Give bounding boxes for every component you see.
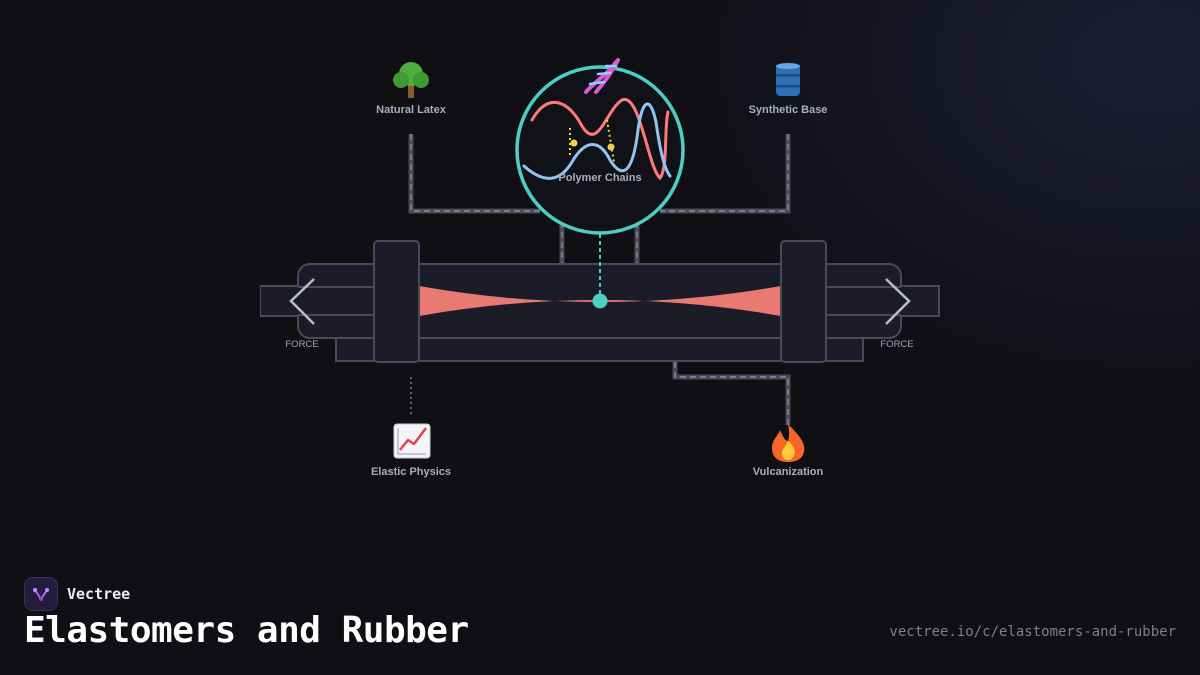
connector-synthetic-base — [660, 134, 791, 214]
synthetic-base-label: Synthetic Base — [749, 104, 828, 116]
vectree-logo-icon — [24, 577, 58, 611]
brand-name: Vectree — [67, 585, 131, 603]
connectors — [408, 134, 791, 425]
polymer-chains-node: Polymer Chains — [515, 58, 685, 235]
stretch-rig: FORCE FORCE — [260, 234, 940, 363]
elastic-physics-label: Elastic Physics — [371, 466, 451, 478]
polymer-chains-label: Polymer Chains — [558, 172, 641, 184]
natural-latex-label: Natural Latex — [376, 104, 447, 116]
vulcanization-label: Vulcanization — [753, 466, 824, 478]
polymer-magnifier-circle — [515, 65, 685, 235]
connector-natural-latex — [408, 134, 540, 214]
natural-latex-node: Natural Latex — [376, 62, 447, 116]
synthetic-base-node: Synthetic Base — [749, 63, 828, 116]
brand[interactable]: Vectree — [24, 577, 130, 611]
force-label-left: FORCE — [285, 339, 318, 350]
polymer-probe-dot — [592, 293, 608, 309]
page-url[interactable]: vectree.io/c/elastomers-and-rubber — [889, 624, 1176, 640]
right-force-arrow-icon — [885, 278, 911, 325]
right-clamp — [780, 240, 827, 363]
force-label-right: FORCE — [880, 339, 913, 350]
left-clamp — [373, 240, 420, 363]
page-title: Elastomers and Rubber — [24, 610, 469, 651]
left-force-arrow-icon — [289, 278, 315, 325]
rig-left-rod-inner — [261, 287, 373, 315]
connector-vulcanization — [672, 362, 791, 425]
crosslink-node-left — [570, 139, 578, 147]
crosslink-node-right — [607, 143, 615, 151]
fire-icon — [772, 424, 805, 462]
rig-right-rod-inner — [826, 287, 938, 315]
polymer-chain-red — [530, 98, 670, 181]
crosslink-right — [606, 119, 615, 163]
connector-polymer-to-block — [559, 222, 640, 264]
elastic-physics-node: Elastic Physics — [371, 423, 451, 478]
polymer-chain-blue — [522, 102, 672, 180]
chart-increasing-icon — [393, 423, 431, 459]
dna-icon — [584, 58, 620, 94]
oil-barrel-icon — [776, 63, 800, 96]
tree-icon — [393, 62, 429, 98]
vulcanization-node: Vulcanization — [753, 424, 824, 478]
